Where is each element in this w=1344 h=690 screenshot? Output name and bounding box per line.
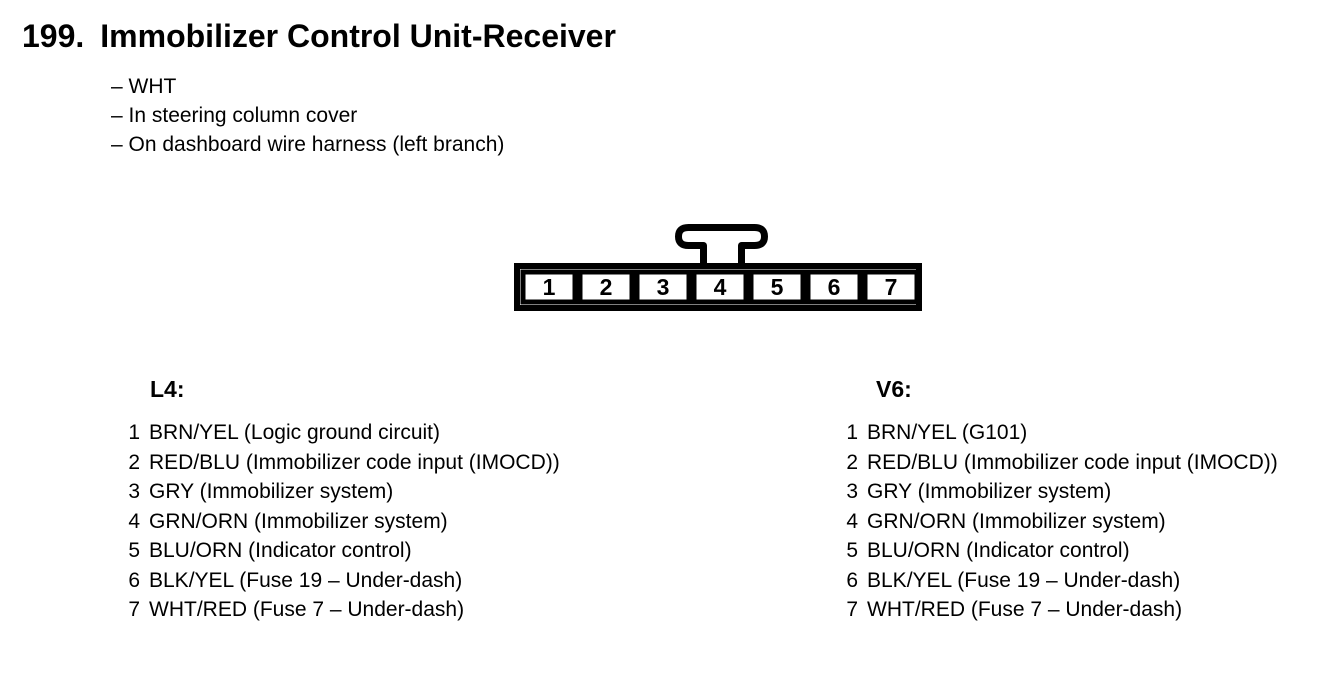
- note-item: – On dashboard wire harness (left branch…: [111, 133, 505, 156]
- pin-list-v6: 1 BRN/YEL (G101) 2 RED/BLU (Immobilizer …: [836, 418, 1278, 625]
- pin-cell: [862, 269, 920, 305]
- pin-label: BRN/YEL (Logic ground circuit): [149, 421, 441, 444]
- pin-label: GRY (Immobilizer system): [149, 480, 394, 503]
- pin-label: BLK/YEL (Fuse 19 – Under-dash): [149, 568, 463, 592]
- note-item: – WHT: [111, 75, 177, 98]
- pin-row: 2 RED/BLU (Immobilizer code input (IMOCD…: [118, 448, 560, 478]
- pin-row: 3 GRY (Immobilizer system): [836, 477, 1278, 507]
- pin-row: 6 BLK/YEL (Fuse 19 – Under-dash): [836, 566, 1278, 596]
- pin-label: BLU/ORN (Indicator control): [867, 539, 1130, 562]
- note-item: – In steering column cover: [111, 104, 358, 127]
- pinout-column-v6: V6: 1 BRN/YEL (G101) 2 RED/BLU (Immobili…: [836, 376, 1278, 625]
- column-heading-l4: L4:: [150, 376, 185, 402]
- pin-row: 5 BLU/ORN (Indicator control): [836, 536, 1278, 566]
- pin-row: 7 WHT/RED (Fuse 7 – Under-dash): [118, 595, 560, 625]
- section-number: 199.: [22, 18, 85, 54]
- pin-cell: [634, 269, 692, 305]
- pin-number: 3: [846, 480, 858, 503]
- pin-cell: [805, 269, 863, 305]
- pin-cell: [748, 269, 806, 305]
- pin-row: 7 WHT/RED (Fuse 7 – Under-dash): [836, 595, 1278, 625]
- pin-label: BLK/YEL (Fuse 19 – Under-dash): [867, 568, 1181, 592]
- pin-number: 1: [543, 274, 556, 300]
- pin-label: RED/BLU (Immobilizer code input (IMOCD)): [867, 450, 1278, 474]
- pin-label: GRN/ORN (Immobilizer system): [149, 509, 448, 533]
- pinout-column-l4: L4: 1 BRN/YEL (Logic ground circuit) 2 R…: [118, 376, 560, 625]
- pin-number: 6: [828, 274, 841, 300]
- pin-number: 4: [846, 509, 858, 533]
- pin-row: 3 GRY (Immobilizer system): [118, 477, 560, 507]
- section-name: Immobilizer Control Unit-Receiver: [100, 18, 616, 54]
- pin-label: RED/BLU (Immobilizer code input (IMOCD)): [149, 450, 560, 474]
- pin-cell: [577, 269, 635, 305]
- pin-number: 1: [846, 421, 858, 444]
- column-heading-v6: V6:: [876, 376, 912, 402]
- pin-number: 4: [128, 509, 140, 533]
- pin-cell: [520, 269, 578, 305]
- pin-list-l4: 1 BRN/YEL (Logic ground circuit) 2 RED/B…: [118, 418, 560, 625]
- pin-number: 2: [128, 450, 140, 474]
- pin-number: 1: [128, 421, 140, 444]
- pin-row: 4 GRN/ORN (Immobilizer system): [836, 507, 1278, 537]
- pin-number: 5: [771, 274, 784, 300]
- pin-row: 4 GRN/ORN (Immobilizer system): [118, 507, 560, 537]
- pin-label: BRN/YEL (G101): [867, 421, 1028, 444]
- pin-cell: [691, 269, 749, 305]
- connector-diagram: 1 2 3 4 5 6 7: [511, 216, 931, 316]
- pin-row: 6 BLK/YEL (Fuse 19 – Under-dash): [118, 566, 560, 596]
- pin-number: 7: [128, 598, 140, 621]
- pin-label: WHT/RED (Fuse 7 – Under-dash): [149, 598, 465, 621]
- pin-number: 3: [657, 274, 670, 300]
- page-title: 199. Immobilizer Control Unit-Receiver: [22, 18, 616, 55]
- pin-row: 5 BLU/ORN (Indicator control): [118, 536, 560, 566]
- pin-label: GRN/ORN (Immobilizer system): [867, 509, 1166, 533]
- pin-number: 2: [600, 274, 613, 300]
- pin-number: 5: [128, 539, 140, 562]
- pin-number: 7: [846, 598, 858, 621]
- pin-row: 2 RED/BLU (Immobilizer code input (IMOCD…: [836, 448, 1278, 478]
- connector-latch-tab: [675, 224, 768, 269]
- pin-number: 7: [885, 274, 898, 300]
- pin-number: 5: [846, 539, 858, 562]
- pin-number: 6: [846, 568, 858, 592]
- pin-number: 2: [846, 450, 858, 474]
- pin-label: WHT/RED (Fuse 7 – Under-dash): [867, 598, 1183, 621]
- pin-label: BLU/ORN (Indicator control): [149, 539, 412, 562]
- pin-number: 4: [714, 274, 727, 300]
- pin-row: 1 BRN/YEL (G101): [836, 418, 1278, 448]
- pin-number: 6: [128, 568, 140, 592]
- pin-label: GRY (Immobilizer system): [867, 480, 1112, 503]
- pin-row: 1 BRN/YEL (Logic ground circuit): [118, 418, 560, 448]
- connector-notes: – WHT – In steering column cover – On da…: [111, 72, 504, 159]
- connector-drawing: 1 2 3 4 5 6 7: [514, 224, 922, 311]
- pin-number: 3: [128, 480, 140, 503]
